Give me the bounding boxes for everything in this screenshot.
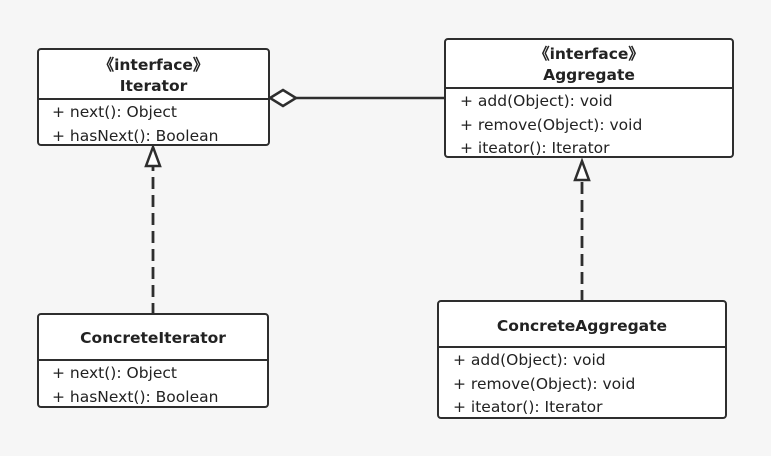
aggregate-method: + iteator(): Iterator — [460, 139, 610, 157]
iterator-interface-box[interactable]: 《interface》 Iterator + next(): Object + … — [37, 48, 270, 146]
concrete-aggregate-methods: + add(Object): void + remove(Object): vo… — [439, 348, 725, 420]
aggregation-diamond — [267, 88, 299, 108]
concrete-iterator-class-name: ConcreteIterator — [80, 329, 226, 347]
aggregate-methods: + add(Object): void + remove(Object): vo… — [446, 89, 732, 161]
concrete-iterator-methods: + next(): Object + hasNext(): Boolean — [39, 361, 267, 409]
iterator-class-name: Iterator — [119, 77, 188, 95]
iterator-stereotype: 《interface》 — [98, 56, 209, 74]
concrete-aggregate-method: + add(Object): void — [453, 351, 606, 369]
iterator-methods: + next(): Object + hasNext(): Boolean — [39, 100, 268, 148]
concrete-aggregate-class-name: ConcreteAggregate — [496, 317, 668, 335]
concrete-iterator-method: + hasNext(): Boolean — [52, 387, 219, 406]
aggregate-stereotype: 《interface》 — [534, 45, 644, 63]
realization-arrowhead-aggregate — [573, 157, 591, 182]
iterator-method: + hasNext(): Boolean — [52, 126, 219, 145]
iterator-method: + next(): Object — [52, 103, 177, 121]
aggregate-method: + add(Object): void — [460, 92, 613, 110]
concrete-aggregate-method: + iteator(): Iterator — [453, 398, 603, 416]
concrete-iterator-method: + next(): Object — [52, 364, 177, 382]
aggregate-interface-box[interactable]: 《interface》 Aggregate + add(Object): voi… — [444, 38, 734, 158]
iterator-header: 《interface》 Iterator — [39, 50, 268, 100]
concrete-iterator-header: ConcreteIterator — [39, 315, 267, 361]
concrete-aggregate-box[interactable]: ConcreteAggregate + add(Object): void + … — [437, 300, 727, 419]
concrete-aggregate-method: + remove(Object): void — [453, 374, 636, 393]
concrete-iterator-box[interactable]: ConcreteIterator + next(): Object + hasN… — [37, 313, 269, 408]
realization-arrowhead-iterator — [144, 143, 162, 168]
aggregate-class-name: Aggregate — [543, 66, 635, 84]
concrete-aggregate-header: ConcreteAggregate — [439, 302, 725, 348]
aggregate-method: + remove(Object): void — [460, 115, 643, 134]
aggregate-header: 《interface》 Aggregate — [446, 40, 732, 89]
